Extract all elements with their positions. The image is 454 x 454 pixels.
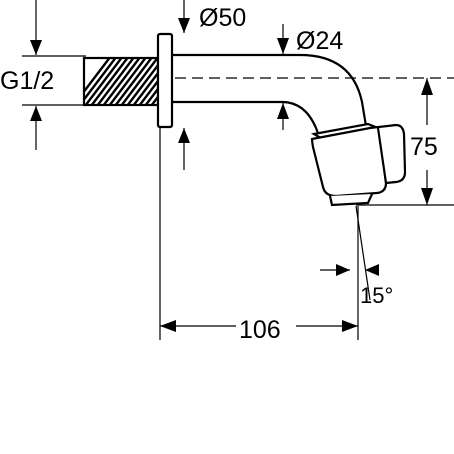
angle-label: 15° <box>360 283 393 308</box>
length-label: 106 <box>239 316 281 344</box>
flange-diameter-label: Ø50 <box>199 4 246 32</box>
pipe-outline <box>172 53 368 127</box>
spout-body <box>82 32 407 207</box>
threaded-connector <box>82 56 160 107</box>
thread-label: G1/2 <box>0 67 54 95</box>
flange <box>156 32 174 129</box>
pipe-diameter-label: Ø24 <box>296 27 343 55</box>
aerator <box>310 122 407 207</box>
arrowheads <box>30 18 433 332</box>
height-label: 75 <box>410 133 438 161</box>
